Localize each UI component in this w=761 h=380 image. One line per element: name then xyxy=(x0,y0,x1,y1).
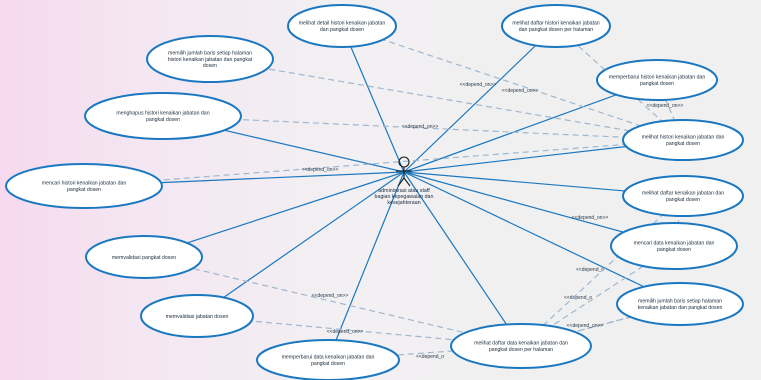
use-case-label: pangkat dosen per halaman xyxy=(489,347,553,353)
use-case-label: pangkat dosen xyxy=(67,187,101,193)
dependency-label: <<depend_on>> xyxy=(647,103,684,109)
use-case-label: pangkat dosen xyxy=(640,81,674,87)
use-case-uc10[interactable]: memvalidasi pangkat dosen xyxy=(85,235,203,279)
dependency-label: <<depend_o xyxy=(576,267,604,273)
use-case-ellipse[interactable] xyxy=(610,222,738,270)
dependency-line-5 xyxy=(162,115,684,141)
dependency-label: <<depend_on>> xyxy=(572,215,609,221)
dependency-label: <<depend_on>> xyxy=(460,82,497,88)
dependency-label: <<depend_on>> xyxy=(402,124,439,130)
use-case-uc8[interactable]: melihat daftar kenaikan jabatan danpangk… xyxy=(622,175,744,217)
use-case-ellipse[interactable] xyxy=(5,163,163,209)
use-case-label: melihat daftar kenaikan jabatan dan xyxy=(642,191,724,197)
use-case-label: memvalidasi pangkat dosen xyxy=(112,255,176,261)
actor-label-line-1: administrasi atau staff xyxy=(378,188,430,194)
use-case-label: pangkat dosen xyxy=(657,247,691,253)
association-uc13 xyxy=(403,171,522,347)
actor-label-line-2: bagian kepegawaian dan xyxy=(375,194,434,200)
dependency-label: <<depend_on>> xyxy=(502,88,539,94)
use-case-label: memvalidasi jabatan dosen xyxy=(166,314,229,320)
use-case-label: pangkat dosen xyxy=(146,117,180,123)
use-case-uc9[interactable]: mencari data kenaikan jabatan danpangkat… xyxy=(610,222,738,270)
use-case-ellipse[interactable] xyxy=(501,4,611,48)
use-case-uc4[interactable]: memperbarui histori kenaikan jabatan dan… xyxy=(596,59,718,101)
dependency-line-6 xyxy=(83,139,684,187)
use-case-label: memilih jumlah baris setiap halaman xyxy=(168,50,252,56)
use-case-uc14[interactable]: memperbarui data kenaikan jabatan danpan… xyxy=(256,339,400,380)
use-case-ellipse[interactable] xyxy=(616,282,744,326)
use-case-ellipse[interactable] xyxy=(450,323,592,369)
use-case-label: dosen xyxy=(203,63,217,69)
use-case-label: memperbarui histori kenaikan jabatan dan xyxy=(609,75,706,81)
actor-left-leg xyxy=(397,177,405,187)
use-case-label: melihat daftar data kenaikan jabatan dan xyxy=(474,341,568,347)
use-case-label: pangkat dosen xyxy=(311,361,345,367)
use-case-label: mencari data kenaikan jabatan dan xyxy=(634,241,715,247)
use-case-uc6[interactable]: melihat histori kenaikan jabatan danpang… xyxy=(622,119,744,161)
use-case-uc12[interactable]: memvalidasi jabatan dosen xyxy=(140,294,254,338)
association-uc11 xyxy=(403,171,681,305)
use-case-uc1[interactable]: melihat detail histori kenaikan jabatand… xyxy=(287,4,397,48)
use-case-label: melihat detail histori kenaikan jabatan xyxy=(299,21,386,27)
use-case-label: pangkat dosen xyxy=(666,197,700,203)
use-case-label: kenaikan jabatan dan pangkat dosen xyxy=(638,305,723,311)
dependency-label: <<depend_on>> xyxy=(302,167,339,173)
use-case-label: melihat daftar histori kenaikan jabatan xyxy=(512,21,599,27)
use-case-ellipse[interactable] xyxy=(287,4,397,48)
use-case-label: memperbarui data kenaikan jabatan dan xyxy=(282,355,375,361)
dependency-label: <<depend_on>> xyxy=(327,329,364,335)
use-case-label: pangkat dosen xyxy=(666,141,700,147)
dependency-label: <<depend_o xyxy=(416,354,444,360)
association-uc1 xyxy=(341,25,405,173)
dependency-label: <<depend_on>> xyxy=(567,323,604,329)
use-case-label: histori kenaikan jabatan dan pangkat xyxy=(168,57,253,63)
dependency-label: <<depend_o xyxy=(564,295,592,301)
use-case-ellipse[interactable] xyxy=(85,235,203,279)
use-case-ellipse[interactable] xyxy=(622,175,744,217)
use-case-uc5[interactable]: menghapus histori kenaikan jabatan danpa… xyxy=(84,92,242,140)
use-case-ellipse[interactable] xyxy=(84,92,242,140)
use-case-ellipse[interactable] xyxy=(596,59,718,101)
use-case-label: melihat histori kenaikan jabatan dan xyxy=(642,135,725,141)
use-case-label: menghapus histori kenaikan jabatan dan xyxy=(116,111,209,117)
use-case-ellipse[interactable] xyxy=(256,339,400,380)
use-case-uc3[interactable]: memilih jumlah baris setiap halamanhisto… xyxy=(146,35,274,83)
use-case-uc13[interactable]: melihat daftar data kenaikan jabatan dan… xyxy=(450,323,592,369)
use-case-ellipse[interactable] xyxy=(146,35,274,83)
use-case-ellipse[interactable] xyxy=(140,294,254,338)
association-uc4 xyxy=(403,79,658,173)
use-case-label: mencari histori kenaikan jabatan dan xyxy=(42,181,127,187)
actor: administrasi atau staff bagian kepegawai… xyxy=(375,156,434,206)
use-case-label: dan pangkat dosen xyxy=(320,27,364,33)
actor-right-leg xyxy=(403,177,411,187)
dependency-line-14 xyxy=(520,195,684,347)
use-case-ellipse[interactable] xyxy=(622,119,744,161)
actor-label-line-3: kesejahteraan xyxy=(387,200,420,206)
use-case-label: dan pangkat dosen per halaman xyxy=(519,27,594,33)
association-uc14 xyxy=(327,171,405,361)
use-case-uc2[interactable]: melihat daftar histori kenaikan jabatand… xyxy=(501,4,611,48)
dependency-line-11 xyxy=(143,256,522,347)
use-case-uc7[interactable]: mencari histori kenaikan jabatan danpang… xyxy=(5,163,163,209)
association-uc2 xyxy=(403,25,557,173)
use-case-uc11[interactable]: memilih jumlah baris setiap halamankenai… xyxy=(616,282,744,326)
dependency-line-9 xyxy=(520,303,681,347)
use-case-layer: melihat detail histori kenaikan jabatand… xyxy=(5,4,744,380)
dependency-label: <<depend_on>> xyxy=(312,293,349,299)
association-uc12 xyxy=(196,171,405,317)
association-lines xyxy=(83,25,684,361)
use-case-label: memilih jumlah baris setiap halaman xyxy=(638,299,722,305)
